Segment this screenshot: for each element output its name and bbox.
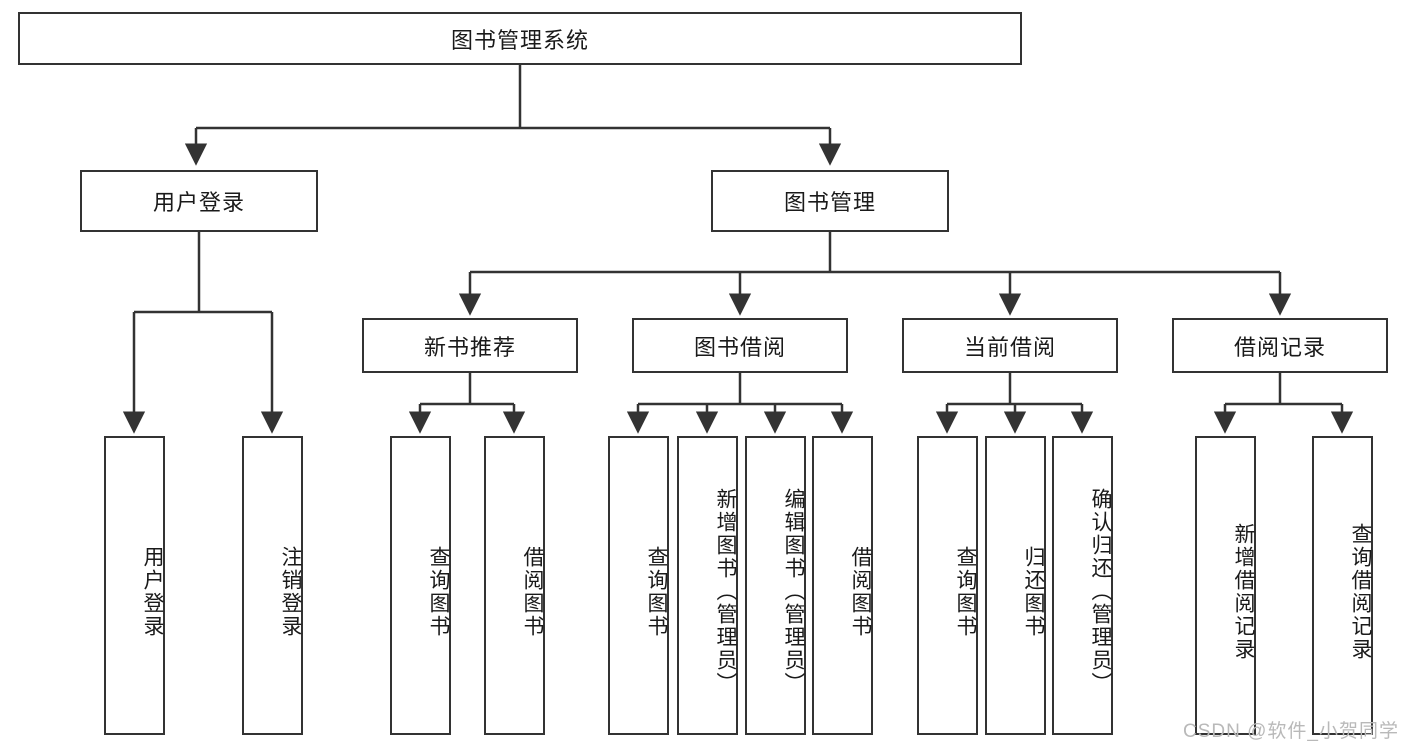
leaf-record-add-borrow-record[interactable]: 新增借阅记录: [1195, 436, 1256, 735]
node-label: 借阅记录: [1233, 334, 1326, 360]
leaf-newbook-borrow-book[interactable]: 借阅图书: [484, 436, 545, 735]
node-label: 查询图书: [427, 545, 450, 638]
node-label: 编辑图书（管理员）: [782, 488, 805, 695]
node-label: 图书借阅: [693, 334, 786, 360]
node-label: 借阅图书: [521, 545, 544, 638]
node-label: 图书管理: [783, 190, 876, 215]
leaf-borrow-add-book-admin[interactable]: 新增图书（管理员）: [677, 436, 738, 735]
node-label: 新增借阅记录: [1232, 522, 1255, 661]
leaf-borrow-edit-book-admin[interactable]: 编辑图书（管理员）: [745, 436, 806, 735]
node-current-borrow[interactable]: 当前借阅: [902, 318, 1118, 373]
leaf-user-login[interactable]: 用户登录: [104, 436, 165, 735]
node-book-management[interactable]: 图书管理: [711, 170, 949, 232]
node-root-book-management-system[interactable]: 图书管理系统: [18, 12, 1022, 65]
node-label: 归还图书: [1022, 545, 1045, 638]
leaf-current-query-book[interactable]: 查询图书: [917, 436, 978, 735]
leaf-borrow-lend-book[interactable]: 借阅图书: [812, 436, 873, 735]
node-user-login[interactable]: 用户登录: [80, 170, 318, 232]
node-label: 用户登录: [152, 190, 245, 215]
node-new-book-recommend[interactable]: 新书推荐: [362, 318, 578, 373]
leaf-current-return-book[interactable]: 归还图书: [985, 436, 1046, 735]
node-label: 查询图书: [645, 545, 668, 638]
node-label: 查询图书: [954, 545, 977, 638]
node-borrow-record[interactable]: 借阅记录: [1172, 318, 1388, 373]
csdn-watermark: CSDN @软件_小贺同学: [1183, 721, 1399, 742]
node-label: 新书推荐: [423, 334, 516, 360]
node-label: 新增图书（管理员）: [714, 488, 737, 695]
leaf-record-query-borrow-record[interactable]: 查询借阅记录: [1312, 436, 1373, 735]
node-label: 图书管理系统: [450, 27, 589, 53]
node-label: 确认归还（管理员）: [1089, 488, 1112, 695]
leaf-borrow-query-book[interactable]: 查询图书: [608, 436, 669, 735]
leaf-logout[interactable]: 注销登录: [242, 436, 303, 735]
node-label: 当前借阅: [963, 334, 1056, 360]
node-book-borrow[interactable]: 图书借阅: [632, 318, 848, 373]
node-label: 注销登录: [279, 545, 302, 638]
node-label: 借阅图书: [849, 545, 872, 638]
node-label: 用户登录: [141, 545, 164, 638]
leaf-current-confirm-return-admin[interactable]: 确认归还（管理员）: [1052, 436, 1113, 735]
leaf-newbook-query-book[interactable]: 查询图书: [390, 436, 451, 735]
node-label: 查询借阅记录: [1349, 522, 1372, 661]
